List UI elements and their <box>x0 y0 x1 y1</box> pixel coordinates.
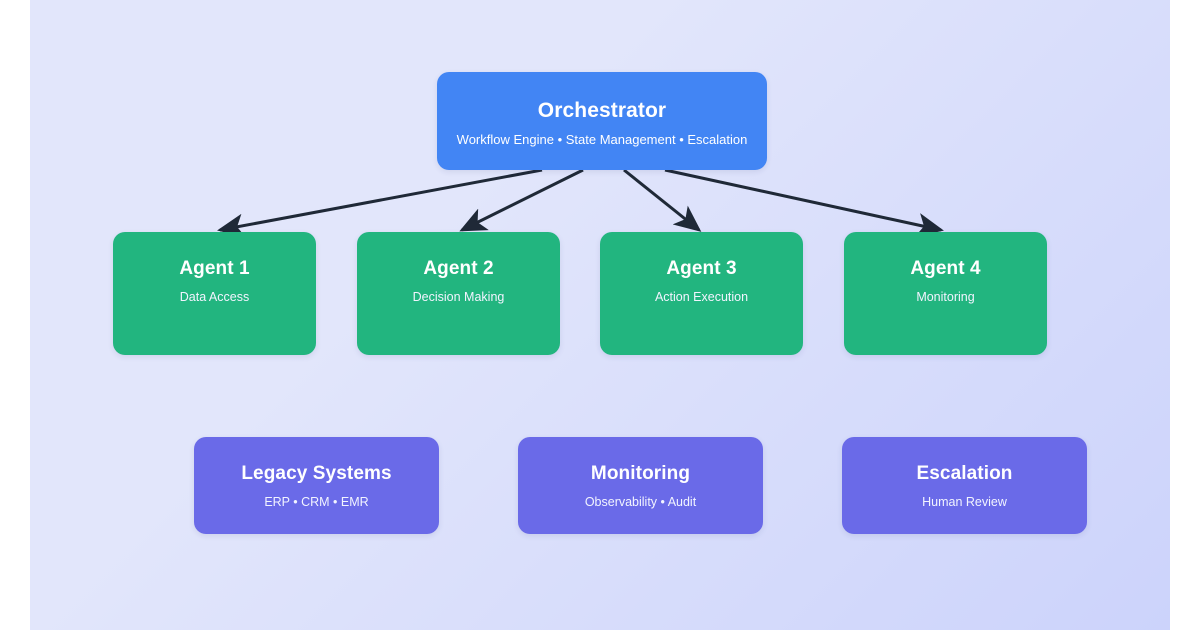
node-subtitle: ERP • CRM • EMR <box>264 494 369 509</box>
diagram-canvas: Orchestrator Workflow Engine • State Man… <box>30 0 1170 630</box>
node-orchestrator[interactable]: Orchestrator Workflow Engine • State Man… <box>437 72 767 170</box>
node-agent-4[interactable]: Agent 4 Monitoring <box>844 232 1047 355</box>
node-title: Agent 1 <box>179 258 250 279</box>
node-subtitle: Action Execution <box>654 289 749 304</box>
node-escalation[interactable]: Escalation Human Review <box>842 437 1087 534</box>
node-title: Orchestrator <box>537 99 667 122</box>
node-title: Agent 2 <box>423 258 494 279</box>
connector-arrow-4 <box>664 168 944 237</box>
node-subtitle: Data Access <box>179 289 250 304</box>
node-title: Agent 3 <box>666 258 737 279</box>
node-agent-2[interactable]: Agent 2 Decision Making <box>357 232 560 355</box>
node-title: Agent 4 <box>910 258 981 279</box>
node-title: Escalation <box>916 463 1013 484</box>
connector-arrow-2 <box>459 168 584 232</box>
node-agent-1[interactable]: Agent 1 Data Access <box>113 232 316 355</box>
node-title: Monitoring <box>590 463 691 484</box>
node-monitoring[interactable]: Monitoring Observability • Audit <box>518 437 763 534</box>
node-subtitle: Decision Making <box>412 289 505 304</box>
node-agent-3[interactable]: Agent 3 Action Execution <box>600 232 803 355</box>
connector-arrow-1 <box>217 168 543 238</box>
node-subtitle: Human Review <box>922 494 1007 509</box>
connector-arrow-3 <box>623 168 702 232</box>
node-title: Legacy Systems <box>241 463 392 484</box>
node-subtitle: Monitoring <box>916 289 975 304</box>
node-legacy-systems[interactable]: Legacy Systems ERP • CRM • EMR <box>194 437 439 534</box>
node-subtitle: Workflow Engine • State Management • Esc… <box>456 132 748 148</box>
node-subtitle: Observability • Audit <box>584 494 697 509</box>
connector-arrows <box>217 168 944 238</box>
